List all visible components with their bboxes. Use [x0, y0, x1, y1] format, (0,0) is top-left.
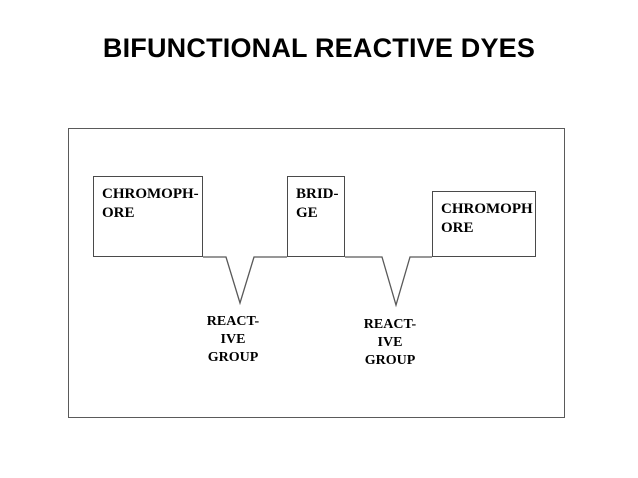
box-chromophore-left-label: CHROMOPH- ORE: [102, 186, 199, 221]
box-bridge-label: BRID- GE: [296, 186, 339, 221]
box-bridge: BRID- GE: [287, 176, 345, 257]
label-reactive-group-left: REACT- IVE GROUP: [206, 314, 260, 365]
page-title: BIFUNCTIONAL REACTIVE DYES: [102, 33, 536, 63]
box-chromophore-right-label: CHROMOPH ORE: [441, 201, 533, 236]
box-chromophore-right: CHROMOPH ORE: [432, 191, 536, 257]
box-chromophore-left: CHROMOPH- ORE: [93, 176, 203, 257]
diagram-frame: [68, 128, 565, 418]
label-reactive-group-right: REACT- IVE GROUP: [363, 317, 417, 368]
